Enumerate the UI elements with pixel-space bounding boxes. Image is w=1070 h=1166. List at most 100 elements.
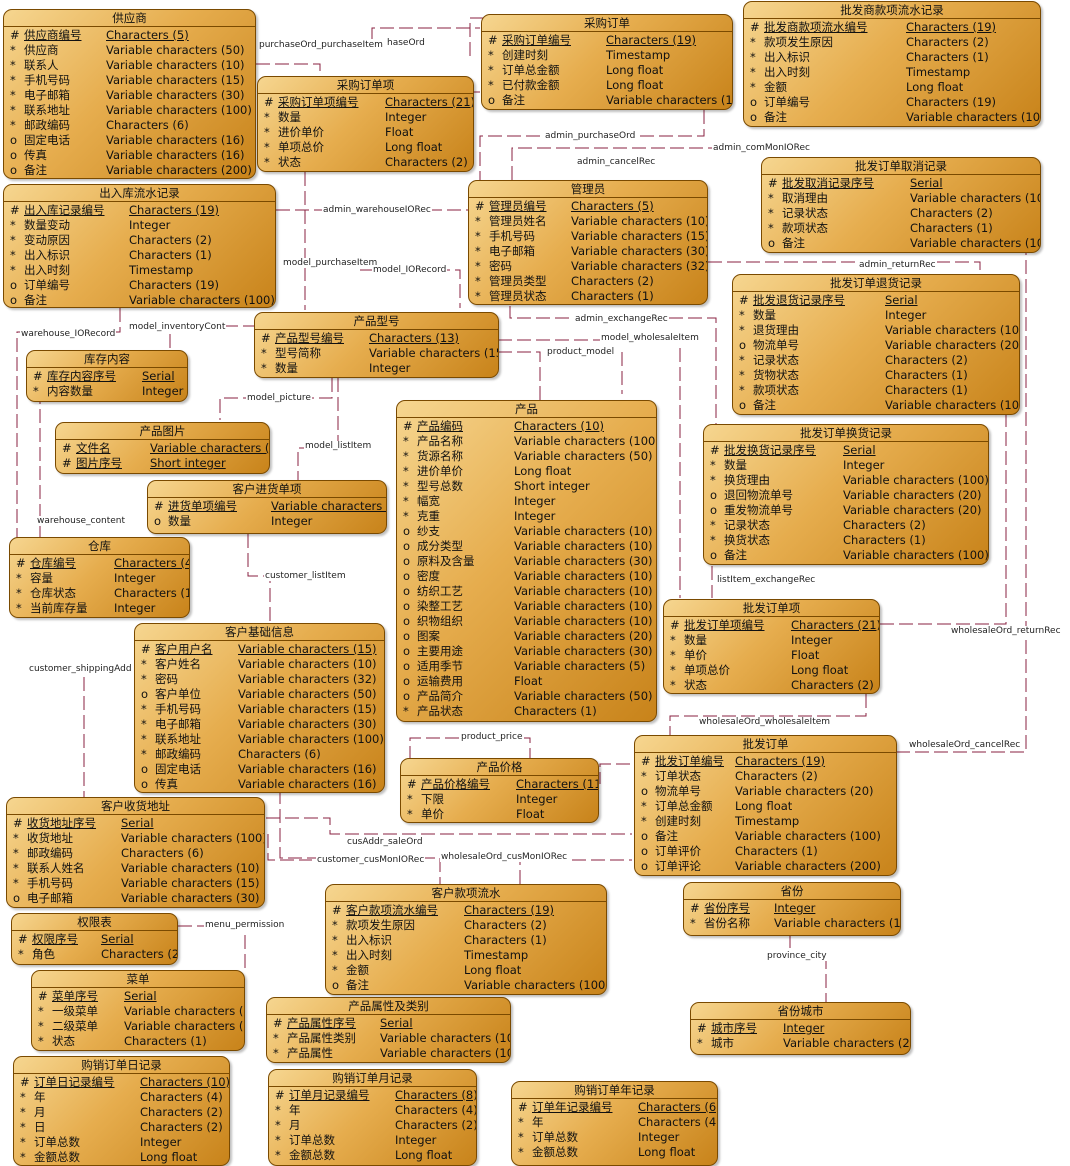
attribute-marker: o [641,784,649,798]
attribute-name: 出入标识 [764,50,810,64]
attribute-marker: # [33,369,43,383]
attribute-marker: o [403,599,411,613]
attribute-marker: o [710,548,718,562]
attribute-marker: # [475,199,485,213]
attribute-type: Float [516,807,545,821]
attribute-type: Integer [791,633,833,647]
attribute-name: 出入库记录编号 [24,203,105,217]
attribute-type: Variable characters (15) [238,702,377,716]
attribute-marker: o [641,844,649,858]
attribute-name: 批发订单项编号 [684,618,765,632]
attribute-marker: # [273,1016,283,1030]
attribute-type: Variable characters (16) [238,762,377,776]
entity-title: 出入库流水记录 [99,186,180,200]
rel-line [669,694,867,736]
entity-title: 购销订单日记录 [81,1058,162,1072]
attribute-type: Variable characters (15) [238,642,377,656]
attribute-marker: # [518,1100,528,1114]
attribute-type: Variable characters (16) [238,777,377,791]
rel-label: customer_listItem [264,571,347,581]
attribute-type: Variable characters (100) [885,323,1020,337]
attribute-name: 物流单号 [655,784,701,798]
attribute-marker: * [488,48,494,62]
attribute-marker: * [518,1130,524,1144]
attribute-marker: * [739,308,745,322]
attribute-type: Integer [516,792,558,806]
attribute-name: 密码 [155,672,178,686]
attribute-marker: o [739,398,747,412]
attribute-marker: o [403,674,411,688]
attribute-name: 邮政编码 [24,118,70,132]
attribute-type: Variable characters (30) [571,244,708,258]
attribute-marker: * [141,717,147,731]
attribute-type: Variable characters (16) [106,133,245,147]
attribute-name: 传真 [155,777,178,791]
attribute-marker: * [518,1115,524,1129]
attribute-name: 邮政编码 [155,747,201,761]
attribute-marker: # [62,441,72,455]
rel-label: admin_comMonIORec [712,143,811,153]
attribute-type: Float [514,674,543,688]
attribute-marker: * [670,663,676,677]
attribute-type: Integer [514,509,556,523]
attribute-name: 货物状态 [753,368,799,382]
attribute-type: Characters (6) [638,1100,718,1114]
attribute-type: Characters (1) [129,248,212,262]
attribute-type: Variable characters (100) [885,398,1020,412]
attribute-marker: o [403,659,411,673]
attribute-type: Characters (1) [464,933,547,947]
attribute-name: 权限序号 [32,932,78,946]
attribute-marker: # [641,754,651,768]
attribute-marker: # [38,989,48,1003]
attribute-marker: * [16,571,22,585]
attribute-marker: * [475,244,481,258]
attribute-name: 一级菜单 [52,1004,98,1018]
attribute-marker: * [13,861,19,875]
attribute-marker: # [10,28,20,42]
attribute-type: Long float [140,1150,198,1164]
attribute-name: 订单编号 [764,95,810,109]
entity-title: 批发订单退货记录 [830,276,922,290]
